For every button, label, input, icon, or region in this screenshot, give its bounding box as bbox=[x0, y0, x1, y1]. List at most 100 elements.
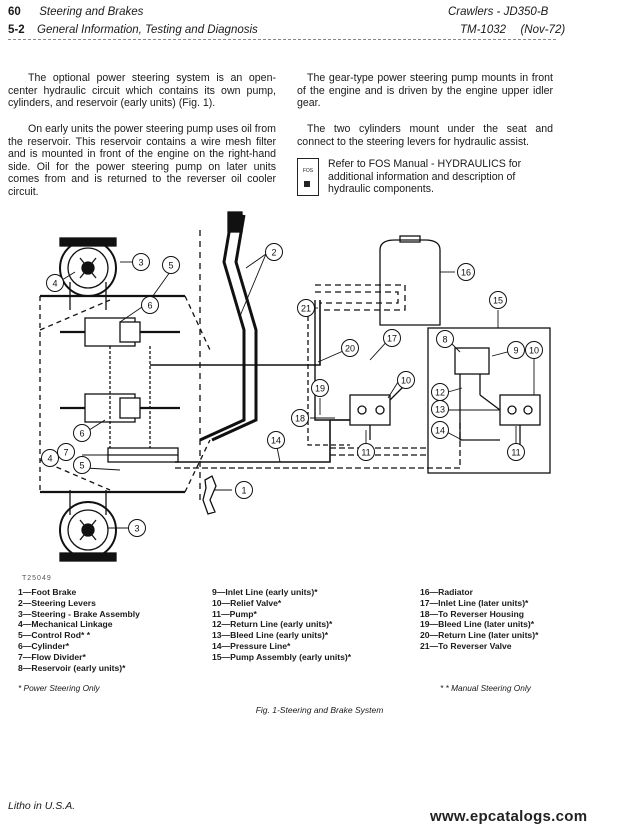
callout-1: 1 bbox=[235, 481, 253, 499]
svg-text:6: 6 bbox=[147, 301, 152, 311]
svg-text:20: 20 bbox=[345, 344, 355, 354]
fos-note: Refer to FOS Manual - HYDRAULICS for add… bbox=[328, 158, 522, 196]
legend-item: 5—Control Rod* * bbox=[18, 630, 91, 641]
product-name: Crawlers - JD350-B bbox=[448, 6, 549, 18]
legend-item: 2—Steering Levers bbox=[18, 597, 96, 608]
svg-text:3: 3 bbox=[138, 258, 143, 268]
legend-item: 10—Relief Valve* bbox=[212, 597, 282, 608]
callout-3b: 3 bbox=[128, 519, 146, 537]
paragraph-1: The optional power steering system is an… bbox=[8, 72, 276, 110]
legend-item: 15—Pump Assembly (early units)* bbox=[212, 651, 352, 662]
steering-brake-assembly-top bbox=[59, 237, 117, 310]
manual-code-line: TM-1032 (Nov-72) bbox=[460, 23, 565, 37]
legend-item: 8—Reservoir (early units)* bbox=[18, 662, 126, 673]
watermark: www.epcatalogs.com bbox=[430, 808, 588, 825]
svg-text:15: 15 bbox=[493, 296, 503, 306]
svg-text:10: 10 bbox=[529, 346, 539, 356]
power-steering-note: * Power Steering Only bbox=[18, 683, 100, 693]
callout-11b: 11 bbox=[507, 443, 525, 461]
legend-column-3: 16—Radiator 17—Inlet Line (later units)*… bbox=[420, 587, 538, 652]
svg-text:16: 16 bbox=[461, 268, 471, 278]
legend-item: 20—Return Line (later units)* bbox=[420, 630, 539, 641]
svg-text:17: 17 bbox=[387, 334, 397, 344]
steering-levers bbox=[199, 211, 258, 442]
pump-assembly-box bbox=[427, 327, 551, 474]
callout-18: 18 bbox=[291, 409, 309, 427]
callout-3a: 3 bbox=[132, 253, 150, 271]
callout-4b: 4 bbox=[41, 449, 59, 467]
page-header-left-2: 5-2 General Information, Testing and Dia… bbox=[8, 23, 258, 37]
legend-item: 12—Return Line (early units)* bbox=[212, 619, 333, 630]
callout-13: 13 bbox=[431, 400, 449, 418]
svg-text:5: 5 bbox=[79, 461, 84, 471]
svg-text:11: 11 bbox=[511, 448, 520, 458]
legend-item: 6—Cylinder* bbox=[18, 640, 70, 651]
foot-brake bbox=[202, 475, 217, 515]
svg-text:1: 1 bbox=[241, 486, 246, 496]
fos-icon: FOS bbox=[297, 158, 319, 196]
cylinder-bottom bbox=[60, 393, 180, 423]
litho-footer: Litho in U.S.A. bbox=[8, 800, 76, 812]
legend-item: 13—Bleed Line (early units)* bbox=[212, 630, 329, 641]
svg-text:8: 8 bbox=[442, 335, 447, 345]
radiator bbox=[379, 235, 441, 326]
svg-text:12: 12 bbox=[435, 388, 445, 398]
legend-item: 3—Steering - Brake Assembly bbox=[18, 608, 140, 619]
fos-square bbox=[304, 181, 310, 187]
page-number: 60 bbox=[8, 6, 21, 18]
legend-column-1: 1—Foot Brake 2—Steering Levers 3—Steerin… bbox=[18, 587, 140, 673]
svg-text:5: 5 bbox=[168, 261, 173, 271]
svg-text:4: 4 bbox=[47, 454, 52, 464]
fos-label: FOS bbox=[302, 168, 314, 174]
legend-item: 7—Flow Divider* bbox=[18, 651, 86, 662]
svg-text:2: 2 bbox=[271, 248, 276, 258]
paragraph-4: The two cylinders mount under the seat a… bbox=[297, 123, 553, 148]
callout-15: 15 bbox=[489, 291, 507, 309]
cylinder-top bbox=[60, 317, 180, 347]
legend-item: 18—To Reverser Housing bbox=[420, 608, 524, 619]
figure-id: T25049 bbox=[22, 575, 52, 582]
manual-code: TM-1032 bbox=[460, 24, 507, 36]
callout-10a: 10 bbox=[397, 371, 415, 389]
legend-item: 17—Inlet Line (later units)* bbox=[420, 597, 529, 608]
callout-10b: 10 bbox=[525, 341, 543, 359]
callout-17: 17 bbox=[383, 329, 401, 347]
legend-column-2: 9—Inlet Line (early units)* 10—Relief Va… bbox=[212, 587, 351, 663]
callout-7: 7 bbox=[57, 443, 75, 461]
header-rule bbox=[8, 39, 556, 40]
callout-21: 21 bbox=[297, 299, 315, 317]
callout-2: 2 bbox=[265, 243, 283, 261]
svg-text:11: 11 bbox=[361, 448, 370, 458]
svg-text:10: 10 bbox=[401, 376, 411, 386]
svg-text:19: 19 bbox=[315, 384, 325, 394]
svg-text:3: 3 bbox=[134, 524, 139, 534]
callout-4a: 4 bbox=[46, 274, 64, 292]
svg-text:21: 21 bbox=[301, 304, 311, 314]
callout-19: 19 bbox=[311, 379, 329, 397]
svg-text:4: 4 bbox=[52, 279, 57, 289]
steering-brake-assembly-bottom bbox=[59, 490, 117, 562]
manual-date: (Nov-72) bbox=[520, 24, 566, 36]
svg-text:9: 9 bbox=[513, 346, 518, 356]
pump-center bbox=[330, 384, 406, 440]
callout-11a: 11 bbox=[357, 443, 375, 461]
callout-9: 9 bbox=[507, 341, 525, 359]
manual-steering-note: * * Manual Steering Only bbox=[440, 683, 531, 693]
callout-12: 12 bbox=[431, 383, 449, 401]
legend-item: 9—Inlet Line (early units)* bbox=[212, 587, 318, 597]
legend-item: 1—Foot Brake bbox=[18, 587, 77, 597]
svg-text:7: 7 bbox=[63, 448, 68, 458]
svg-text:18: 18 bbox=[295, 414, 305, 424]
legend-item: 19—Bleed Line (later units)* bbox=[420, 619, 535, 630]
svg-text:6: 6 bbox=[79, 429, 84, 439]
figure-caption: Fig. 1-Steering and Brake System bbox=[255, 705, 384, 715]
callout-14b: 14 bbox=[431, 421, 449, 439]
legend-item: 4—Mechanical Linkage bbox=[18, 619, 113, 630]
svg-text:14: 14 bbox=[271, 436, 281, 446]
callout-6a: 6 bbox=[141, 296, 159, 314]
steering-brake-diagram: 3 5 4 6 2 6 4 7 5 1 3 14 16 15 21 20 17 … bbox=[39, 211, 551, 562]
callout-8: 8 bbox=[436, 330, 454, 348]
callout-5a: 5 bbox=[162, 256, 180, 274]
svg-text:13: 13 bbox=[435, 405, 445, 415]
paragraph-2: On early units the power steering pump u… bbox=[8, 123, 276, 198]
